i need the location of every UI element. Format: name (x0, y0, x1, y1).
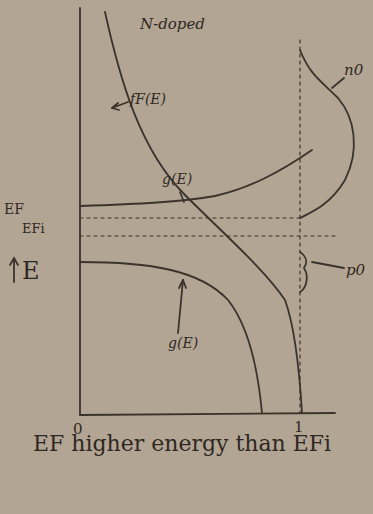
valence-dos-curve (80, 262, 262, 413)
leader-line (180, 192, 184, 202)
level-label: EFi (22, 222, 45, 236)
doping-note: N-doped (140, 16, 205, 33)
level-label: EF (4, 202, 24, 217)
fermi-level (80, 217, 300, 218)
conduction-dos-curve (80, 150, 312, 206)
arrow-head (112, 103, 119, 110)
energy-axis (79, 8, 81, 415)
leader-line (312, 262, 344, 268)
energy-arrow (10, 258, 18, 282)
fermi-dirac-curve (105, 12, 302, 413)
concentration-label: p0 (346, 262, 365, 279)
curve-label: g(E) (162, 172, 192, 187)
curve-label: g(E) (168, 336, 198, 351)
concentration-label: n0 (344, 62, 363, 79)
note-text: EF higher energy than EFi (12, 432, 352, 456)
arrow-head (179, 280, 186, 288)
probability-axis (80, 413, 335, 415)
intrinsic-level (80, 235, 335, 236)
hole-concentration-curve (300, 252, 307, 292)
unity-guide (299, 40, 300, 413)
leader-line (332, 78, 344, 88)
curve-label: fF(E) (130, 92, 166, 107)
axis-label: E (22, 258, 40, 284)
